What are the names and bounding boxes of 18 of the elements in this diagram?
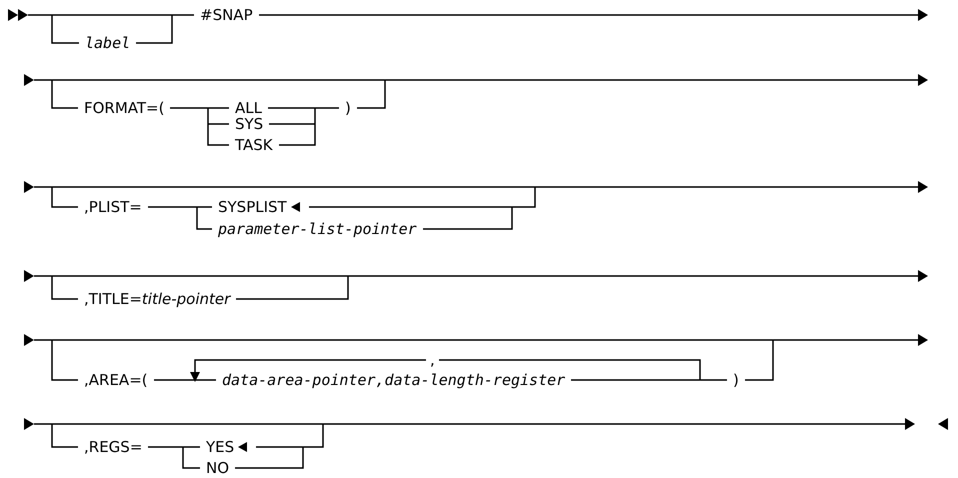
syntax-keyword: ,	[430, 352, 435, 368]
syntax-keyword: ,PLIST=	[84, 199, 142, 215]
syntax-keyword: FORMAT=(	[84, 100, 164, 116]
syntax-variable: parameter-list-pointer	[218, 221, 417, 237]
syntax-keyword: NO	[206, 460, 230, 476]
syntax-keyword: )	[733, 372, 739, 388]
syntax-keyword: ,REGS=	[84, 439, 142, 455]
syntax-keyword: TASK	[235, 137, 273, 153]
syntax-variable: data-area-pointer,data-length-register	[222, 372, 566, 388]
syntax-keyword: ,AREA=(	[84, 372, 148, 388]
syntax-keyword: SYSPLIST	[218, 199, 287, 215]
syntax-keyword: ,TITLE=title-pointer	[84, 291, 230, 307]
syntax-keyword: ALL	[235, 100, 262, 116]
syntax-variable: label	[85, 35, 130, 51]
syntax-keyword: )	[345, 100, 351, 116]
syntax-keyword: #SNAP	[200, 7, 253, 23]
syntax-keyword: YES	[206, 439, 234, 455]
syntax-keyword: SYS	[235, 116, 264, 132]
